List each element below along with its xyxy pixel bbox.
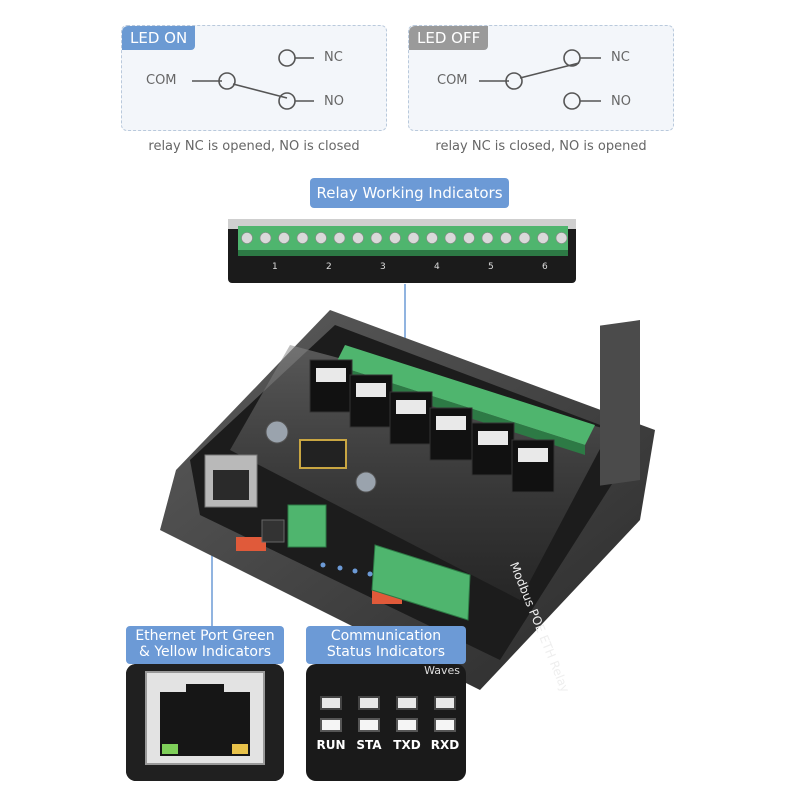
status-led-label: RXD bbox=[430, 738, 460, 752]
terminal-number: 2 bbox=[326, 262, 332, 272]
rs485-terminal bbox=[371, 544, 471, 621]
relay-sticker bbox=[518, 448, 548, 462]
terminal-screw bbox=[444, 232, 457, 244]
status-led bbox=[434, 696, 456, 710]
power-jack bbox=[261, 519, 285, 543]
com-label: COM bbox=[146, 73, 177, 88]
capacitors bbox=[265, 420, 377, 493]
no-label: NO bbox=[324, 94, 344, 109]
ethernet-indicators-callout: Ethernet Port Green & Yellow Indicators bbox=[126, 626, 284, 664]
relay-sticker bbox=[316, 368, 346, 382]
terminal-number: 5 bbox=[488, 262, 494, 272]
led-on-panel: LED ON COM NC NO bbox=[121, 25, 387, 131]
ethernet-callout-line1: Ethernet Port Green bbox=[135, 628, 275, 644]
status-led-lit bbox=[358, 718, 380, 732]
status-led bbox=[358, 696, 380, 710]
inductor bbox=[299, 439, 347, 469]
terminal-screw bbox=[389, 232, 401, 244]
terminal-screw bbox=[518, 232, 531, 244]
status-led-lit bbox=[320, 718, 342, 732]
relay-sticker bbox=[396, 400, 426, 414]
status-led bbox=[320, 696, 342, 710]
brand-fragment: Waves bbox=[424, 664, 460, 677]
terminal-number: 3 bbox=[380, 262, 386, 272]
relay-bank bbox=[309, 359, 555, 493]
terminal-screw bbox=[259, 232, 272, 244]
terminal-strip-closeup bbox=[228, 219, 576, 283]
status-led-label: STA bbox=[356, 738, 382, 752]
led-off-panel: LED OFF COM NC NO bbox=[408, 25, 674, 131]
nc-label: NC bbox=[324, 50, 343, 65]
terminal-screw bbox=[278, 232, 290, 244]
relay bbox=[349, 374, 393, 428]
no-label: NO bbox=[611, 94, 631, 109]
relay-sticker bbox=[478, 431, 508, 445]
terminal-screw bbox=[500, 232, 512, 244]
comm-status-callout: Communication Status Indicators bbox=[306, 626, 466, 664]
led-on-caption: relay NC is opened, NO is closed bbox=[148, 139, 360, 154]
terminal-screw bbox=[481, 232, 494, 244]
terminal-screw bbox=[463, 232, 475, 244]
relay-indicators-callout: Relay Working Indicators bbox=[310, 178, 509, 208]
relay-sticker bbox=[356, 383, 386, 397]
com-label: COM bbox=[437, 73, 468, 88]
terminal-screw bbox=[370, 232, 383, 244]
power-terminal bbox=[287, 504, 327, 548]
terminal-screw bbox=[555, 232, 568, 244]
terminal-number: 1 bbox=[272, 262, 278, 272]
switch-on-diagram bbox=[192, 49, 314, 110]
terminal-number: 6 bbox=[542, 262, 548, 272]
status-led-lit bbox=[396, 718, 418, 732]
status-led-label: TXD bbox=[393, 738, 421, 752]
terminal-screw bbox=[352, 232, 364, 244]
status-led-label: RUN bbox=[316, 738, 346, 752]
status-led bbox=[396, 696, 418, 710]
led-on-tag: LED ON bbox=[122, 26, 196, 50]
relay bbox=[309, 359, 353, 413]
relay bbox=[511, 439, 555, 493]
relay-sticker bbox=[436, 416, 466, 430]
nc-label: NC bbox=[611, 50, 630, 65]
terminal-screw bbox=[537, 232, 549, 244]
terminal-screw bbox=[407, 232, 420, 244]
status-led-lit bbox=[434, 718, 456, 732]
switch-off-diagram bbox=[479, 49, 601, 110]
terminal-screw bbox=[241, 232, 253, 244]
led-off-tag: LED OFF bbox=[409, 26, 489, 50]
comm-status-closeup: Waves RUN STA TXD RXD bbox=[306, 664, 466, 781]
led-off-caption: relay NC is closed, NO is opened bbox=[435, 139, 647, 154]
terminal-screw bbox=[333, 232, 346, 244]
terminal-screw bbox=[296, 232, 309, 244]
terminal-number: 4 bbox=[434, 262, 440, 272]
ethernet-callout-line2: & Yellow Indicators bbox=[138, 644, 272, 660]
relay bbox=[429, 407, 473, 461]
ethernet-port-closeup bbox=[126, 664, 284, 781]
relay bbox=[389, 391, 433, 445]
relay bbox=[471, 422, 515, 476]
ethernet-jack bbox=[204, 454, 258, 508]
comm-callout-line2: Status Indicators bbox=[326, 644, 446, 660]
comm-callout-line1: Communication bbox=[330, 628, 442, 644]
terminal-screw bbox=[426, 232, 438, 244]
terminal-screw bbox=[315, 232, 327, 244]
